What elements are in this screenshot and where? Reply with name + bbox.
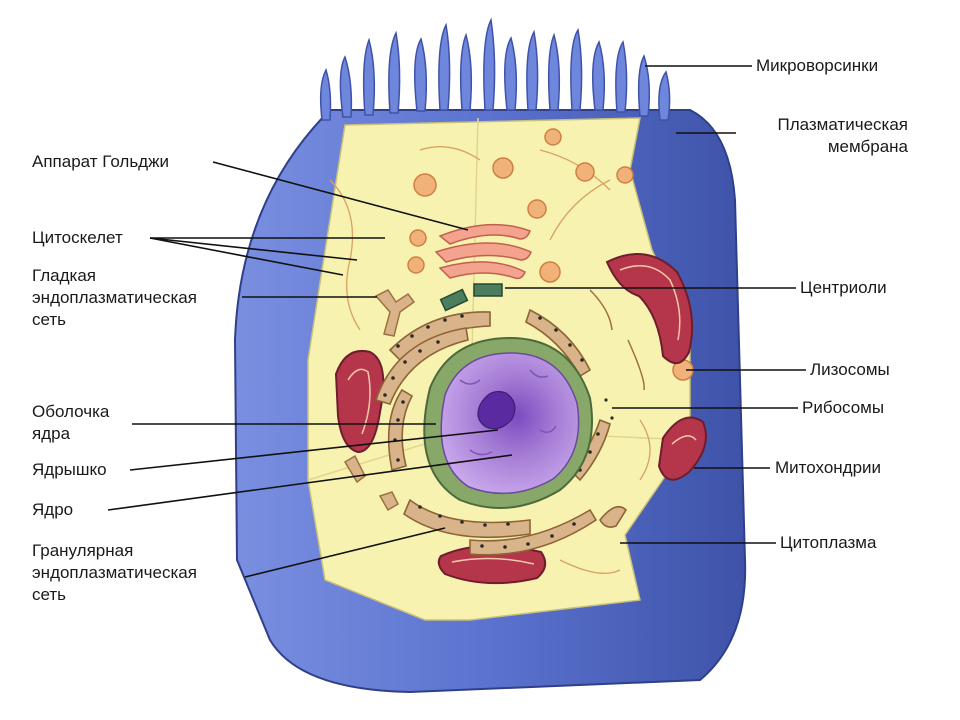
- label-mitochondria: Митохондрии: [775, 458, 882, 477]
- label-nucleolus: Ядрышко: [32, 460, 107, 479]
- nucleus-shape: [440, 352, 580, 495]
- nucleolus-shape: [477, 390, 516, 430]
- label-centrioles: Центриоли: [800, 278, 887, 297]
- label-smooth-er: Гладкая эндоплазматическая сеть: [32, 266, 197, 329]
- centrioles: [439, 283, 503, 312]
- mitochondria: [334, 253, 707, 585]
- label-cytoplasm: Цитоплазма: [780, 533, 877, 552]
- label-nucleus: Ядро: [32, 500, 74, 519]
- chromatin-texture: [459, 369, 557, 456]
- label-golgi: Аппарат Гольджи: [32, 152, 169, 171]
- ribosomes: [383, 314, 614, 549]
- label-microvilli: Микроворсинки: [756, 56, 879, 75]
- label-ribosomes: Рибосомы: [802, 398, 885, 417]
- label-cytoskeleton: Цитоскелет: [32, 228, 123, 247]
- rough-er: [374, 308, 628, 556]
- label-lysosomes: Лизосомы: [810, 360, 890, 379]
- label-rough-er: Гранулярная эндоплазматическая сеть: [32, 541, 197, 604]
- microvilli: [319, 17, 671, 121]
- lysosomes: [407, 128, 694, 381]
- label-nuclear-envelope: Оболочка ядра: [32, 402, 110, 443]
- leader-lines: [107, 65, 806, 578]
- label-plasma-membrane: Плазматическая мембрана: [777, 115, 908, 156]
- mitochondria-cristae: [347, 265, 697, 565]
- golgi-apparatus: [434, 223, 532, 280]
